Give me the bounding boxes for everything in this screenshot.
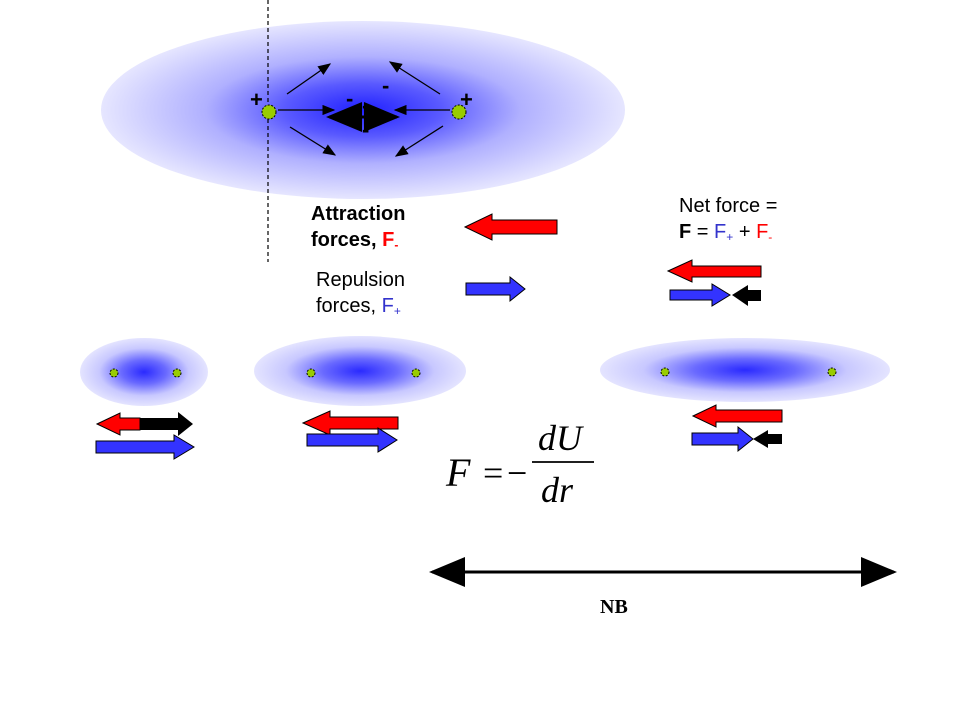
- force-arrows-long-distance: [691, 404, 783, 453]
- repulsion-subscript: +: [393, 304, 401, 318]
- nucleus-right: [451, 104, 467, 120]
- net-force-line2: F = F+ + F-: [679, 219, 777, 250]
- repulsion-label: Repulsion forces, F+: [316, 267, 405, 324]
- net-force-fminus-sub: -: [768, 230, 773, 244]
- attraction-subscript: -: [394, 238, 399, 252]
- net-force-plus: +: [738, 221, 751, 243]
- electron-force-arrows: [278, 61, 450, 157]
- repulsion-label-line1: Repulsion: [316, 269, 405, 291]
- net-force-fplus-sub: +: [726, 230, 734, 244]
- attraction-label-line2: forces, F-: [311, 227, 405, 258]
- attraction-label: Attraction forces, F-: [311, 201, 405, 258]
- minus-sign-4: -: [362, 117, 369, 142]
- plus-sign-left: +: [250, 87, 263, 112]
- net-force-fminus: F: [756, 221, 769, 243]
- repulsion-legend-arrow: [465, 275, 526, 303]
- formula-minus: −: [507, 453, 527, 493]
- repulsion-symbol: F: [381, 295, 394, 317]
- nucleus-left: [261, 104, 277, 120]
- attraction-label-line1: Attraction: [311, 203, 406, 225]
- nucleus-equilibrium-right: [411, 368, 421, 378]
- nucleus-short-right: [172, 368, 182, 378]
- nucleus-long-left: [660, 367, 670, 377]
- attraction-legend-arrow: [463, 213, 558, 241]
- formula-lhs: F: [445, 450, 471, 495]
- formula-numerator: dU: [538, 418, 584, 458]
- attraction-label-forces: forces,: [311, 229, 377, 251]
- plus-sign-right: +: [460, 87, 473, 112]
- net-force-fplus: F: [714, 221, 727, 243]
- formula-equals: =: [483, 453, 503, 493]
- formula-denominator: dr: [541, 470, 574, 510]
- repulsion-label-forces: forces,: [316, 295, 377, 317]
- minus-sign-1: -: [382, 73, 389, 98]
- nucleus-long-right: [827, 367, 837, 377]
- attraction-symbol: F: [382, 229, 395, 251]
- force-formula: F = − dU dr: [445, 418, 594, 510]
- nb-label: NB: [600, 596, 628, 618]
- net-legend-arrows: [666, 259, 762, 307]
- nucleus-equilibrium-left: [306, 368, 316, 378]
- net-force-equals: =: [696, 221, 709, 243]
- cloud-long-distance: [600, 338, 890, 402]
- cloud-equilibrium: [254, 336, 466, 406]
- force-arrows-short-distance: [95, 412, 195, 460]
- net-force-symbol: F: [679, 221, 692, 243]
- minus-sign-2: -: [346, 86, 353, 111]
- cloud-short-distance: [80, 338, 208, 406]
- net-force-label: Net force = F = F+ + F-: [679, 193, 777, 250]
- nucleus-short-left: [109, 368, 119, 378]
- minus-sign-3: -: [362, 93, 369, 118]
- repulsion-label-line2: forces, F+: [316, 293, 405, 324]
- net-force-line1: Net force =: [679, 195, 778, 217]
- force-arrows-equilibrium: [301, 410, 399, 453]
